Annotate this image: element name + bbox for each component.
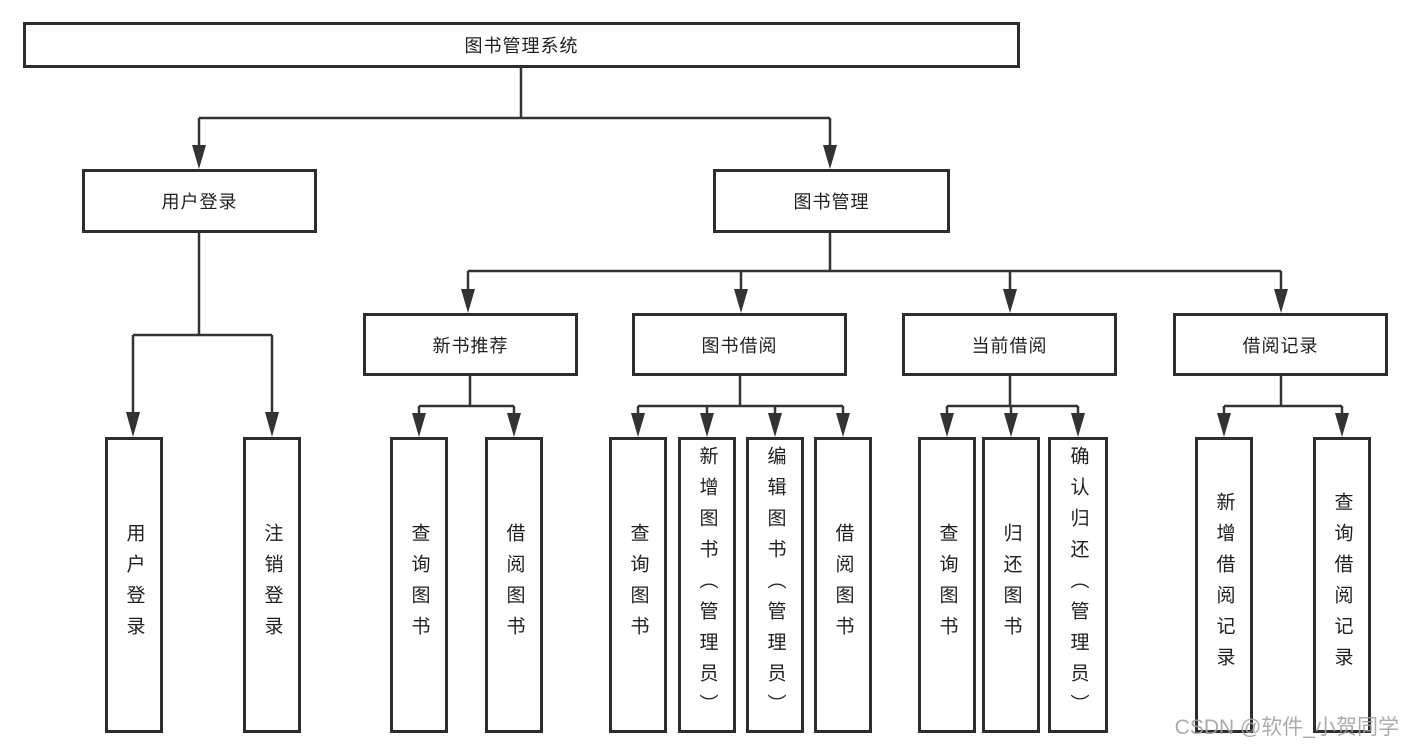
leaf-user-login: 用户登录 <box>105 437 163 733</box>
leaf-query-books-3: 查询图书 <box>918 437 976 733</box>
node-label: 编辑图书（管理员） <box>764 445 786 725</box>
node-book-management: 图书管理 <box>713 169 950 233</box>
node-label: 新增借阅记录 <box>1213 492 1235 678</box>
leaf-confirm-return-admin: 确认归还（管理员） <box>1048 437 1108 733</box>
node-library-management-system: 图书管理系统 <box>23 22 1020 68</box>
connector-book-mgmt-to-level3 <box>466 233 1283 291</box>
connector-level3-to-leaves <box>417 375 1344 415</box>
node-label: 图书借阅 <box>701 335 778 356</box>
node-label: 借阅记录 <box>1242 335 1319 356</box>
node-borrowing-records: 借阅记录 <box>1173 313 1388 376</box>
node-label: 查询图书 <box>627 523 649 647</box>
leaf-add-books-admin: 新增图书（管理员） <box>678 437 736 733</box>
arrowheads-level3 <box>461 289 1288 313</box>
node-user-login: 用户登录 <box>82 169 317 233</box>
node-label: 用户登录 <box>161 192 238 212</box>
node-label: 归还图书 <box>1000 523 1022 647</box>
csdn-watermark: CSDN @软件_小贺同学 <box>1174 716 1399 739</box>
leaf-query-books-2: 查询图书 <box>609 437 667 733</box>
node-label: 新增图书（管理员） <box>696 445 718 725</box>
leaf-query-books-1: 查询图书 <box>390 437 448 733</box>
node-label: 当前借阅 <box>971 335 1048 356</box>
leaf-add-borrow-record: 新增借阅记录 <box>1195 437 1253 733</box>
node-label: 图书管理系统 <box>464 36 579 56</box>
node-current-borrowing: 当前借阅 <box>902 313 1117 376</box>
leaf-edit-books-admin: 编辑图书（管理员） <box>746 437 804 733</box>
node-label: 查询借阅记录 <box>1331 492 1353 678</box>
connector-user-login-group <box>131 233 274 414</box>
leaf-query-borrow-record: 查询借阅记录 <box>1313 437 1371 733</box>
node-label: 用户登录 <box>123 523 145 647</box>
connector-root-to-level2 <box>197 68 832 147</box>
leaf-borrow-books-2: 借阅图书 <box>814 437 872 733</box>
node-label: 注销登录 <box>261 523 283 647</box>
node-book-borrowing: 图书借阅 <box>632 313 847 376</box>
arrowheads-user-login-group <box>126 412 279 437</box>
leaf-return-books: 归还图书 <box>982 437 1040 733</box>
node-new-book-recommendation: 新书推荐 <box>363 313 578 376</box>
node-label: 查询图书 <box>936 523 958 647</box>
node-label: 借阅图书 <box>503 523 525 647</box>
node-label: 图书管理 <box>793 192 870 212</box>
node-label: 新书推荐 <box>432 335 509 356</box>
arrowheads-leaves <box>412 413 1349 437</box>
node-label: 查询图书 <box>408 523 430 647</box>
arrowheads-level2 <box>192 145 837 169</box>
node-label: 确认归还（管理员） <box>1067 445 1089 725</box>
leaf-borrow-books-1: 借阅图书 <box>485 437 543 733</box>
leaf-logout: 注销登录 <box>243 437 301 733</box>
node-label: 借阅图书 <box>832 523 854 647</box>
